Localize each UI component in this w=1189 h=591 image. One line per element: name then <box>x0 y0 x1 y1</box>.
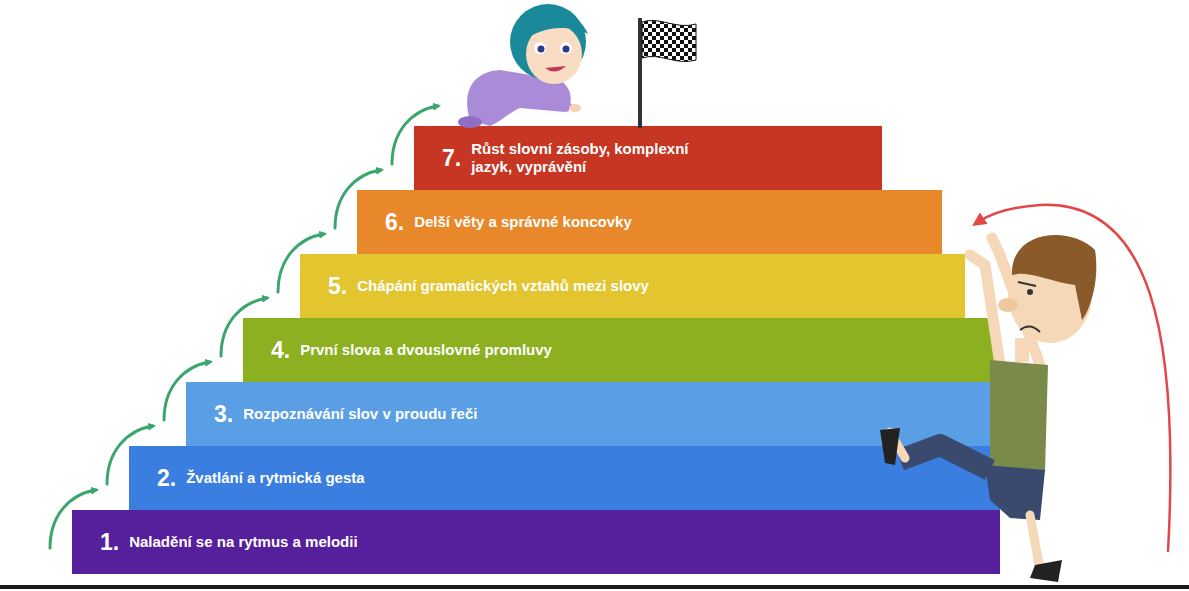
ground-line <box>0 585 1189 589</box>
stair-step: 3. Rozpoznávání slov v proudu řeči <box>186 382 995 446</box>
finish-flag <box>638 18 696 128</box>
step-number: 1. <box>100 529 119 556</box>
step-label: Delší věty a správné koncovky <box>414 213 632 231</box>
step-label: Růst slovní zásoby, komplexní jazyk, vyp… <box>471 140 716 176</box>
stair-step: 5. Chápání gramatických vztahů mezi slovy <box>300 254 965 318</box>
step-number: 7. <box>442 145 461 172</box>
step-number: 6. <box>385 209 404 236</box>
stair-step: 6. Delší věty a správné koncovky <box>357 190 942 254</box>
step-label: První slova a dvouslovné promluvy <box>300 341 552 359</box>
stair-step: 4. První slova a dvouslovné promluvy <box>243 318 995 382</box>
girl-figure <box>458 4 588 128</box>
step-number: 2. <box>157 465 176 492</box>
step-number: 5. <box>328 273 347 300</box>
step-label: Žvatlání a rytmická gesta <box>186 469 364 487</box>
stair-step: 7. Růst slovní zásoby, komplexní jazyk, v… <box>414 126 882 190</box>
step-number: 3. <box>214 401 233 428</box>
fall-arrow <box>978 205 1170 552</box>
step-label: Chápání gramatických vztahů mezi slovy <box>357 277 649 295</box>
step-label: Rozpoznávání slov v proudu řeči <box>243 405 477 423</box>
step-label: Naladění se na rytmus a melodii <box>129 533 357 551</box>
stair-step: 1. Naladění se na rytmus a melodii <box>72 510 1000 574</box>
step-number: 4. <box>271 337 290 364</box>
stair-step: 2. Žvatlání a rytmická gesta <box>129 446 1000 510</box>
